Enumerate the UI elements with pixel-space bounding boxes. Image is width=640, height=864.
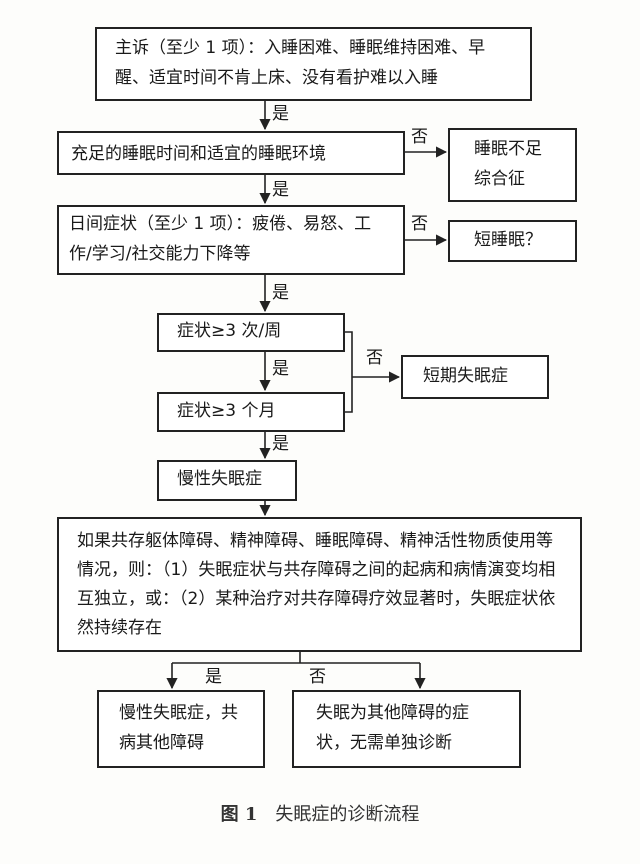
short-sleep-box: 短睡眠？ [448,220,577,262]
insufficient-sleep-box: 睡眠不足综合征 [448,128,577,202]
figure-caption: 图 1 失眠症的诊断流程 [0,800,640,826]
short-sleep-text: 短睡眠？ [474,230,542,250]
daytime-symptoms-text: 日间症状（至少 1 项）：疲倦、易怒、工作/学习/社交能力下降等 [69,214,372,264]
duration-months-text: 症状≥3 个月 [177,401,276,421]
comorbidity-text: 如果共存躯体障碍、精神障碍、睡眠障碍、精神活性物质使用等情况，则：（1）失眠症状… [77,531,556,638]
short-term-insomnia-box: 短期失眠症 [401,355,549,399]
bracket-no [345,331,353,413]
edge-label-no-1: 否 [411,127,428,147]
duration-months-box: 症状≥3 个月 [157,392,345,432]
main-complaint-box: 主诉（至少 1 项）：入睡困难、睡眠维持困难、早醒、适宜时间不肯上床、没有看护难… [95,27,532,101]
edge-label-no-2: 否 [411,214,428,234]
edge-label-yes-1: 是 [272,104,289,124]
freq-per-week-text: 症状≥3 次/周 [177,321,282,341]
chronic-comorbid-text: 慢性失眠症，共病其他障碍 [119,703,238,753]
figure-number: 图 1 [220,804,258,825]
chronic-insomnia-box: 慢性失眠症 [157,460,297,501]
edge-label-yes-5: 是 [272,434,289,454]
chronic-insomnia-text: 慢性失眠症 [177,469,262,489]
edge-label-no-3: 否 [366,348,383,368]
sufficient-sleep-box: 充足的睡眠时间和适宜的睡眠环境 [57,131,405,175]
freq-per-week-box: 症状≥3 次/周 [157,313,345,352]
edge-label-no-4: 否 [309,667,326,687]
daytime-symptoms-box: 日间症状（至少 1 项）：疲倦、易怒、工作/学习/社交能力下降等 [57,205,405,275]
sufficient-sleep-text: 充足的睡眠时间和适宜的睡眠环境 [71,144,326,164]
main-complaint-text: 主诉（至少 1 项）：入睡困难、睡眠维持困难、早醒、适宜时间不肯上床、没有看护难… [115,38,486,88]
edge-label-yes-4: 是 [272,359,289,379]
symptom-of-other-text: 失眠为其他障碍的症状，无需单独诊断 [316,703,469,753]
symptom-of-other-box: 失眠为其他障碍的症状，无需单独诊断 [292,690,521,768]
edge-label-yes-2: 是 [272,180,289,200]
figure-title: 失眠症的诊断流程 [275,804,420,825]
short-term-insomnia-text: 短期失眠症 [423,366,508,386]
comorbidity-box: 如果共存躯体障碍、精神障碍、睡眠障碍、精神活性物质使用等情况，则：（1）失眠症状… [57,517,582,652]
chronic-comorbid-box: 慢性失眠症，共病其他障碍 [97,690,265,768]
edge-label-yes-3: 是 [272,283,289,303]
edge-label-yes-6: 是 [205,667,222,687]
insufficient-sleep-text: 睡眠不足综合征 [474,139,542,189]
